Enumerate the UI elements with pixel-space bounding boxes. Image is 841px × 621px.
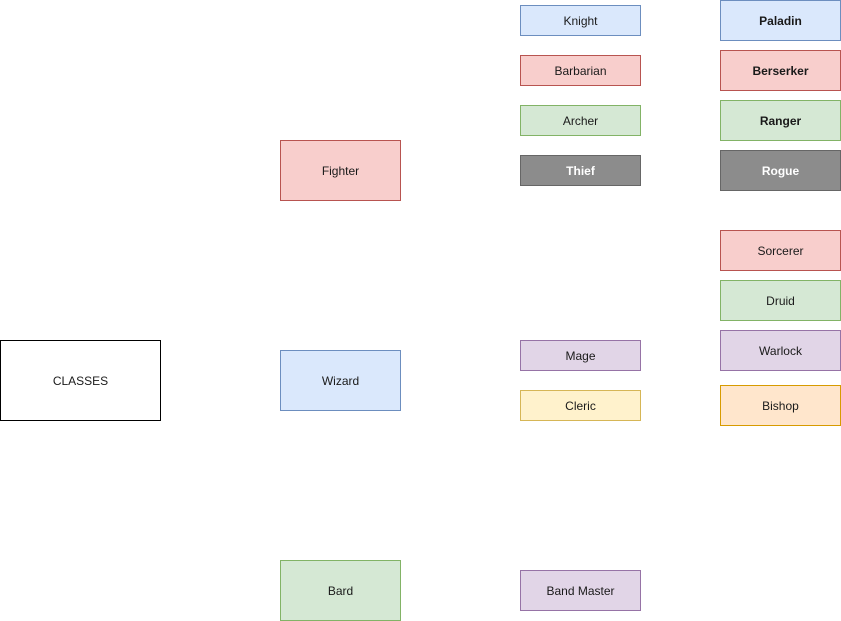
node-thief[interactable]: Thief	[520, 155, 641, 186]
node-paladin[interactable]: Paladin	[720, 0, 841, 41]
node-wizard[interactable]: Wizard	[280, 350, 401, 411]
node-sorcerer[interactable]: Sorcerer	[720, 230, 841, 271]
node-fighter[interactable]: Fighter	[280, 140, 401, 201]
node-classes-root[interactable]: CLASSES	[0, 340, 161, 421]
node-warlock[interactable]: Warlock	[720, 330, 841, 371]
node-archer[interactable]: Archer	[520, 105, 641, 136]
node-mage[interactable]: Mage	[520, 340, 641, 371]
node-knight[interactable]: Knight	[520, 5, 641, 36]
node-rogue[interactable]: Rogue	[720, 150, 841, 191]
node-bishop[interactable]: Bishop	[720, 385, 841, 426]
node-berserker[interactable]: Berserker	[720, 50, 841, 91]
node-barbarian[interactable]: Barbarian	[520, 55, 641, 86]
node-bard[interactable]: Bard	[280, 560, 401, 621]
node-druid[interactable]: Druid	[720, 280, 841, 321]
node-ranger[interactable]: Ranger	[720, 100, 841, 141]
node-band-master[interactable]: Band Master	[520, 570, 641, 611]
node-cleric[interactable]: Cleric	[520, 390, 641, 421]
